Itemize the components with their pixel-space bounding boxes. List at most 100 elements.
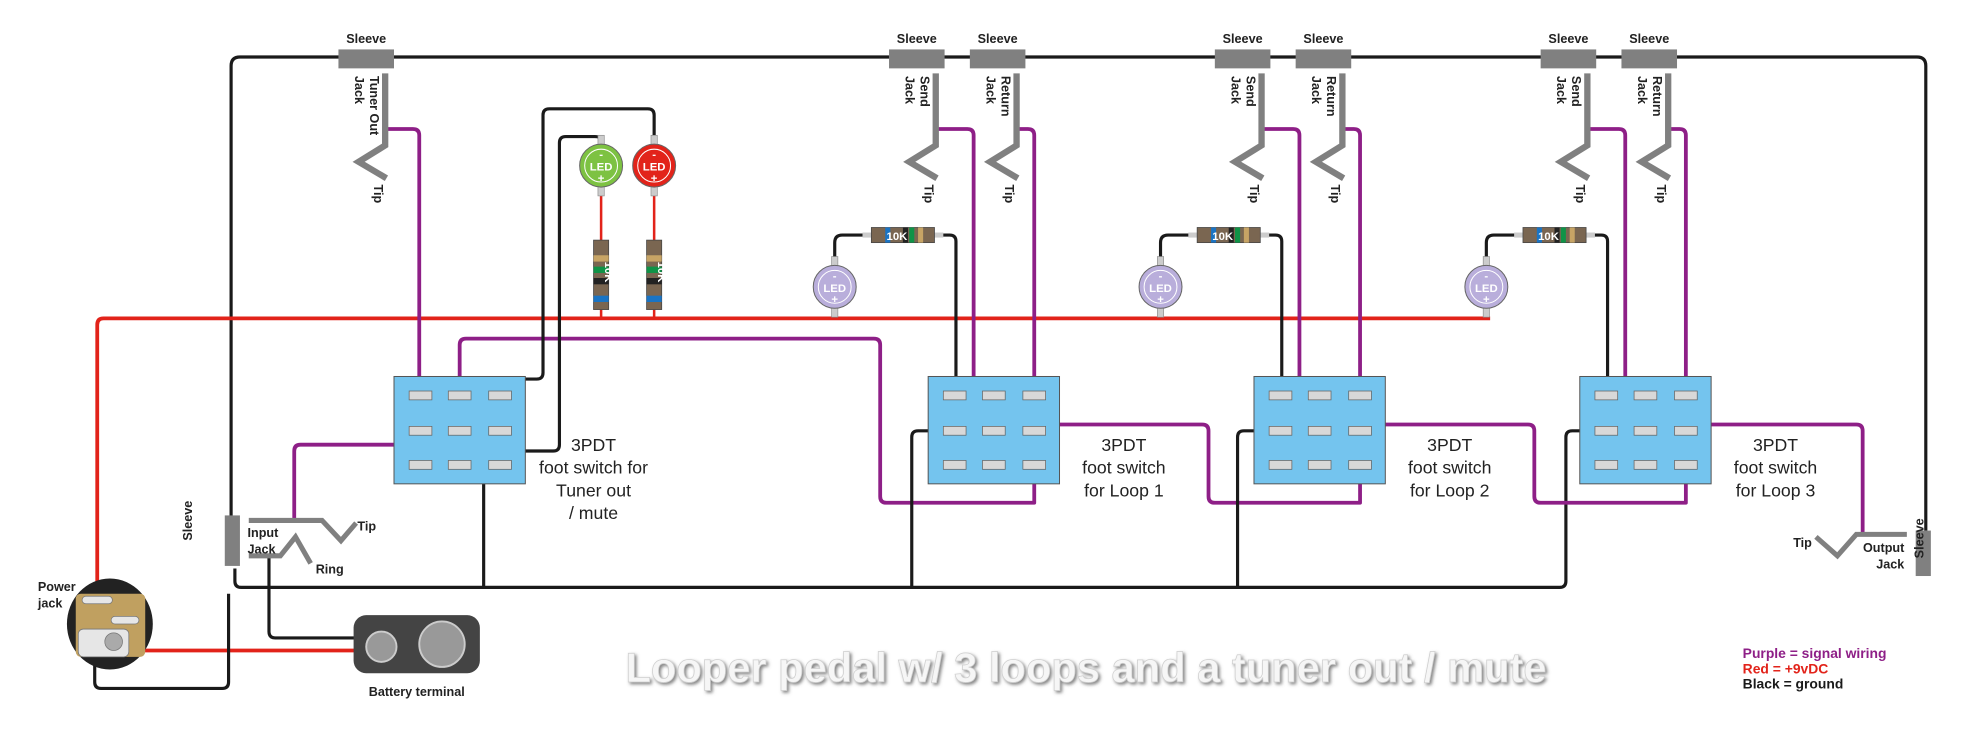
jack-tip-lug <box>1814 531 1907 560</box>
jack-ring-lug <box>248 532 313 565</box>
switch-label: for Loop 1 <box>1084 480 1164 500</box>
resistor-lead <box>862 232 872 238</box>
switch-lug <box>488 390 512 401</box>
jack-label: Jack <box>983 76 997 105</box>
power-jack <box>66 578 153 670</box>
led-body <box>1464 264 1509 309</box>
resistor-lead <box>1188 232 1198 238</box>
jack-label: Tuner Out <box>367 76 381 136</box>
led-ring <box>1143 269 1178 304</box>
resistor-band <box>1536 227 1542 243</box>
switch-label: / mute <box>569 503 618 523</box>
resistor-value: 10K <box>887 231 909 243</box>
loop-led-2 <box>1138 256 1183 318</box>
resistor-band <box>593 255 609 262</box>
jack-sleeve <box>1295 49 1352 69</box>
jack-sleeve <box>969 49 1026 69</box>
sleeve-label: Sleeve <box>1548 32 1588 46</box>
jack-tip-lug <box>903 73 939 181</box>
switch-lug <box>408 460 433 470</box>
switch-lug <box>942 390 967 401</box>
led-ring <box>817 269 852 304</box>
power-wire-main <box>95 316 1491 594</box>
switch-label: for Loop 3 <box>1736 480 1816 500</box>
jack-label: Input <box>248 526 280 540</box>
switch-lug <box>1022 460 1046 470</box>
power-wire-battery <box>118 621 355 653</box>
resistor <box>1522 227 1587 244</box>
legend-item: Red = +9vDC <box>1743 660 1829 676</box>
resistor-band <box>885 227 891 243</box>
resistor-band <box>593 266 609 273</box>
tuner-out-jack <box>338 49 394 181</box>
send-jack-2 <box>1214 49 1271 181</box>
input-jack <box>224 515 359 566</box>
power-jack-label: jack <box>37 597 64 611</box>
jack-label: Jack <box>902 76 916 105</box>
jack-label: Send <box>1569 76 1583 107</box>
resistor-band <box>1211 227 1217 243</box>
loop-led-3 <box>1464 256 1509 318</box>
battery-terminal <box>353 615 480 674</box>
switch-lug <box>1348 390 1372 401</box>
tip-label: Tip <box>1002 185 1016 204</box>
led-label: LED <box>590 162 613 174</box>
led-ring <box>637 148 672 183</box>
jack-tip-lug <box>1228 73 1265 181</box>
sleeve-label: Sleeve <box>897 32 937 46</box>
resistor-band <box>593 295 609 302</box>
legend-item: Purple = signal wiring <box>1743 645 1887 661</box>
switch-lug <box>1594 390 1619 401</box>
switch-lug <box>1674 425 1698 436</box>
resistor-band <box>1560 227 1566 243</box>
jack-label: Jack <box>1554 76 1568 105</box>
resistor-value: 10K <box>1538 231 1560 243</box>
resistor-band <box>1569 227 1575 243</box>
loop3-footswitch[interactable] <box>1579 375 1712 485</box>
led-label: LED <box>643 162 666 174</box>
switch-lug <box>1594 425 1619 436</box>
ground-led-1 <box>833 233 872 260</box>
loop2-footswitch[interactable] <box>1253 375 1386 485</box>
tip-label: Tip <box>1328 185 1342 204</box>
switch-lug <box>447 460 472 470</box>
resistor-band <box>1235 227 1241 243</box>
jack-tip-lug <box>1309 73 1346 181</box>
ground-wire-top <box>229 55 1928 531</box>
tip-label: Tip <box>371 185 385 204</box>
resistor-lead <box>1514 232 1523 238</box>
switch-lug <box>1674 390 1698 401</box>
jack-label: Jack <box>1228 76 1242 105</box>
switch-label: 3PDT <box>1101 435 1146 455</box>
switch-lug <box>1674 460 1698 470</box>
power-jack-label: Power <box>38 580 76 594</box>
resistor-value: 10K <box>1212 231 1234 243</box>
ground-led-3 <box>1484 233 1523 260</box>
switch-lug <box>942 425 967 436</box>
signal-send-1 <box>935 127 996 432</box>
switch-lug <box>408 390 433 401</box>
loop1-footswitch[interactable] <box>927 375 1061 485</box>
sleeve-label: Sleeve <box>181 501 195 541</box>
tuner-footswitch[interactable] <box>393 375 526 485</box>
switch-lug <box>982 425 1006 436</box>
jack-sleeve <box>1540 49 1597 69</box>
resistor-band <box>646 266 662 273</box>
led-minus: - <box>652 149 656 161</box>
signal-loop-out-1 <box>1032 422 1362 505</box>
switch-lug <box>1307 425 1332 436</box>
switch-lug <box>1022 425 1046 436</box>
tip-label: Tip <box>921 185 935 204</box>
legend-item: Black = ground <box>1743 675 1844 691</box>
led-minus: - <box>1159 270 1163 282</box>
jack-label: Jack <box>248 542 277 556</box>
switch-label: foot switch for <box>539 458 648 478</box>
tip-label: Tip <box>1654 185 1668 204</box>
jack-label: Return <box>1324 76 1338 117</box>
power-jack-lug <box>110 616 140 625</box>
signal-send-3 <box>1587 127 1648 432</box>
battery-terminal-large <box>418 620 466 668</box>
resistor-value: 10K <box>602 262 614 284</box>
